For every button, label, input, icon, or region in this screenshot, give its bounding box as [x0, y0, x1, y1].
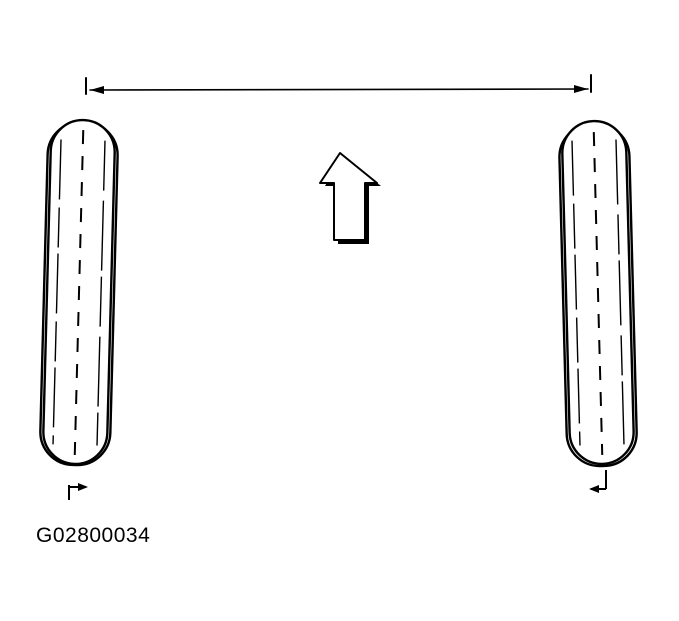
right-tire-centerline	[592, 132, 604, 455]
dimension-arrowhead-right	[574, 85, 588, 93]
left-wheel	[39, 118, 119, 467]
right-tire-inner-edge-left	[571, 140, 581, 446]
right-reference-mark	[589, 470, 607, 493]
left-tire-centerline	[73, 130, 85, 455]
left-tire-inner-edge-left	[52, 139, 62, 445]
left-tire-inner-edge-right	[96, 140, 106, 446]
right-wheel	[558, 119, 638, 468]
forward-arrow-body	[319, 152, 378, 241]
left-tire-edge-mark	[116, 150, 119, 177]
left-reference-mark	[68, 483, 88, 500]
figure-caption: G02800034	[36, 524, 151, 547]
right-reference-arrowhead	[589, 485, 599, 493]
forward-arrow-icon	[319, 152, 381, 244]
left-reference-arrowhead	[78, 483, 88, 491]
dimension-line	[89, 88, 589, 91]
right-tire-inner-edge-right	[615, 139, 625, 445]
dimension-arrowhead-left	[90, 86, 104, 94]
track-width-dimension	[85, 74, 592, 95]
